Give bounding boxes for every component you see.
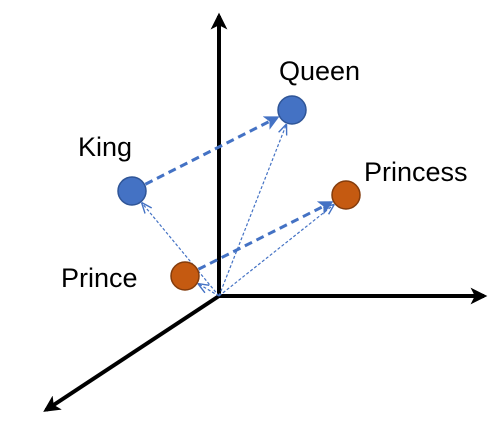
axes — [43, 12, 488, 412]
queen-point — [277, 95, 307, 125]
origin-to-queen-vector — [218, 125, 286, 297]
labels: King Queen Prince Princess — [61, 56, 468, 293]
origin-to-king-vector — [142, 203, 220, 297]
princess-point — [331, 180, 361, 210]
king-to-queen-vector — [144, 116, 280, 186]
princess-label: Princess — [364, 157, 468, 187]
points — [117, 95, 361, 291]
relation-vectors — [144, 116, 334, 271]
prince-to-princess-vector — [197, 201, 334, 271]
prince-point — [170, 261, 200, 291]
queen-label: Queen — [279, 56, 360, 86]
king-label: King — [78, 132, 132, 162]
origin-vectors — [142, 125, 333, 297]
prince-label: Prince — [61, 263, 138, 293]
origin-to-princess-vector — [218, 205, 333, 297]
origin-to-prince-vector — [199, 284, 220, 297]
king-point — [117, 176, 147, 206]
y-axis — [43, 294, 221, 412]
